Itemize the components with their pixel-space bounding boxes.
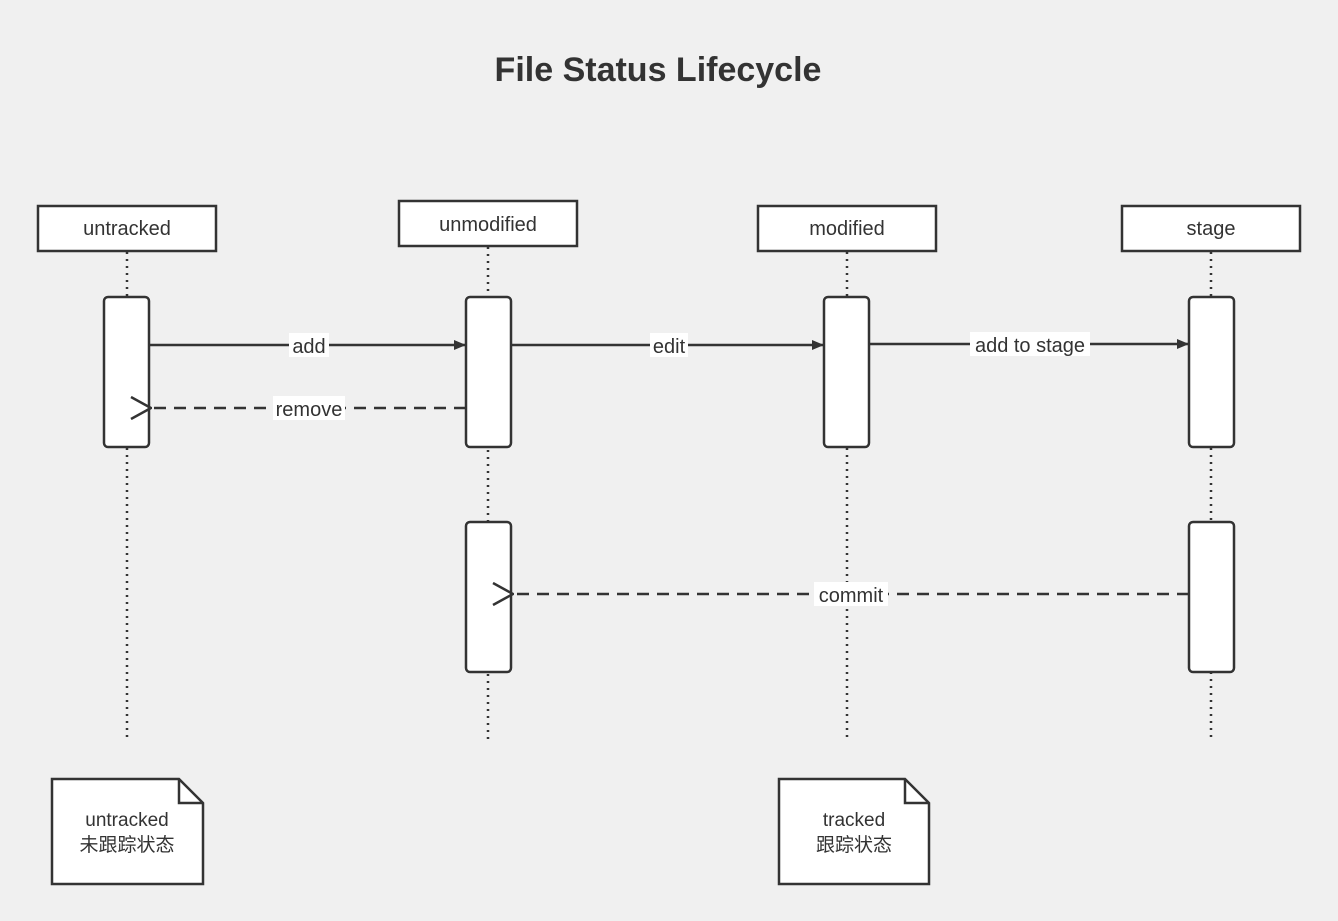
message-label-bg — [814, 582, 888, 606]
participant-unmodified[interactable]: unmodified — [397, 199, 579, 248]
note-shape — [50, 777, 205, 886]
message-add[interactable]: add — [149, 333, 466, 358]
diagram-title: File Status Lifecycle — [495, 51, 822, 89]
participant-untracked[interactable]: untracked — [36, 204, 218, 253]
participant-label: stage — [1187, 218, 1236, 240]
participant-box — [756, 204, 938, 253]
participant-label: modified — [809, 218, 885, 240]
message-label: commit — [819, 585, 884, 607]
participant-stage[interactable]: stage — [1120, 204, 1302, 253]
message-label: add — [292, 336, 325, 358]
message-edit[interactable]: edit — [511, 333, 824, 358]
message-remove[interactable]: remove — [151, 396, 466, 421]
note-line-1: tracked — [823, 810, 885, 831]
activation-untracked[interactable] — [102, 295, 151, 449]
note-line-2: 未跟踪状态 — [79, 834, 174, 856]
message-label: add to stage — [975, 335, 1085, 357]
message-label-bg — [273, 396, 345, 420]
note-tracked[interactable]: tracked 跟踪状态 — [777, 777, 931, 886]
note-fold — [903, 779, 929, 805]
activation-stage-2[interactable] — [1187, 520, 1236, 674]
note-line-2: 跟踪状态 — [816, 834, 892, 856]
message-commit[interactable]: commit — [513, 582, 1189, 607]
message-label: edit — [653, 336, 686, 358]
participant-box — [36, 204, 218, 253]
message-label-bg — [970, 332, 1090, 356]
message-label-bg — [289, 333, 329, 357]
message-label-bg — [650, 333, 688, 357]
lifelines — [125, 247, 1213, 740]
participant-modified[interactable]: modified — [756, 204, 938, 253]
message-add-to-stage[interactable]: add to stage — [869, 332, 1189, 357]
note-fold — [177, 779, 203, 805]
note-shape — [777, 777, 931, 886]
activation-unmodified-2[interactable] — [464, 520, 513, 674]
activation-modified[interactable] — [822, 295, 871, 449]
note-untracked[interactable]: untracked 未跟踪状态 — [50, 777, 205, 886]
activation-unmodified-1[interactable] — [464, 295, 513, 449]
participant-label: untracked — [83, 218, 171, 240]
message-label: remove — [276, 399, 343, 421]
note-line-1: untracked — [85, 810, 168, 831]
participant-label: unmodified — [439, 214, 537, 236]
activation-stage-1[interactable] — [1187, 295, 1236, 449]
participant-box — [1120, 204, 1302, 253]
participant-box — [397, 199, 579, 248]
